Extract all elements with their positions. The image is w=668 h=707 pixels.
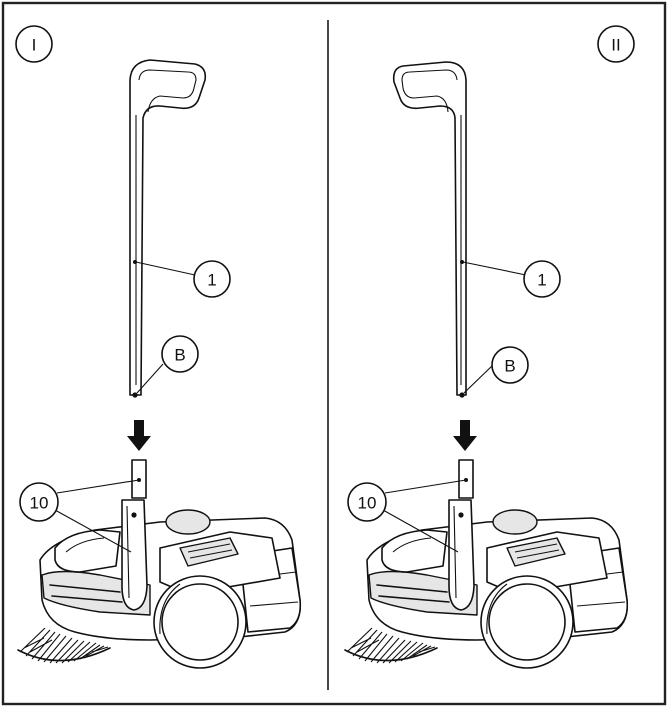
panel-number-circle [597, 25, 635, 63]
callout-socket-label: 10 [358, 494, 377, 513]
callout-handle-label: 1 [207, 271, 216, 290]
callout-circle-socket [347, 482, 387, 522]
callout-hole-label: B [504, 357, 515, 376]
callout-hole-label: B [174, 346, 185, 365]
insert-arrow [127, 420, 151, 451]
callout-handle-label: 1 [537, 271, 546, 290]
handle-bar [129, 59, 207, 396]
handle-bar [392, 61, 467, 396]
hole-b-marker [132, 392, 138, 398]
callout-socket-label: 10 [30, 494, 49, 513]
insert-arrow [453, 420, 477, 451]
hole-b-marker [459, 392, 465, 398]
panel-right: II 1 B 10 [344, 25, 635, 669]
callout-circle-handle [523, 260, 561, 298]
callout-circle-hole [491, 346, 529, 384]
panel-number-label: II [611, 36, 620, 55]
panel-left: I 1 B 10 [15, 25, 302, 669]
callout-circle-socket [19, 482, 59, 522]
callout-circle-handle [193, 260, 231, 298]
callout-circle-hole [161, 335, 199, 373]
panel-number-label: I [32, 36, 37, 55]
sweeper-drawing [17, 459, 302, 669]
sweeper-drawing [344, 459, 629, 669]
panel-number-circle [15, 25, 53, 63]
